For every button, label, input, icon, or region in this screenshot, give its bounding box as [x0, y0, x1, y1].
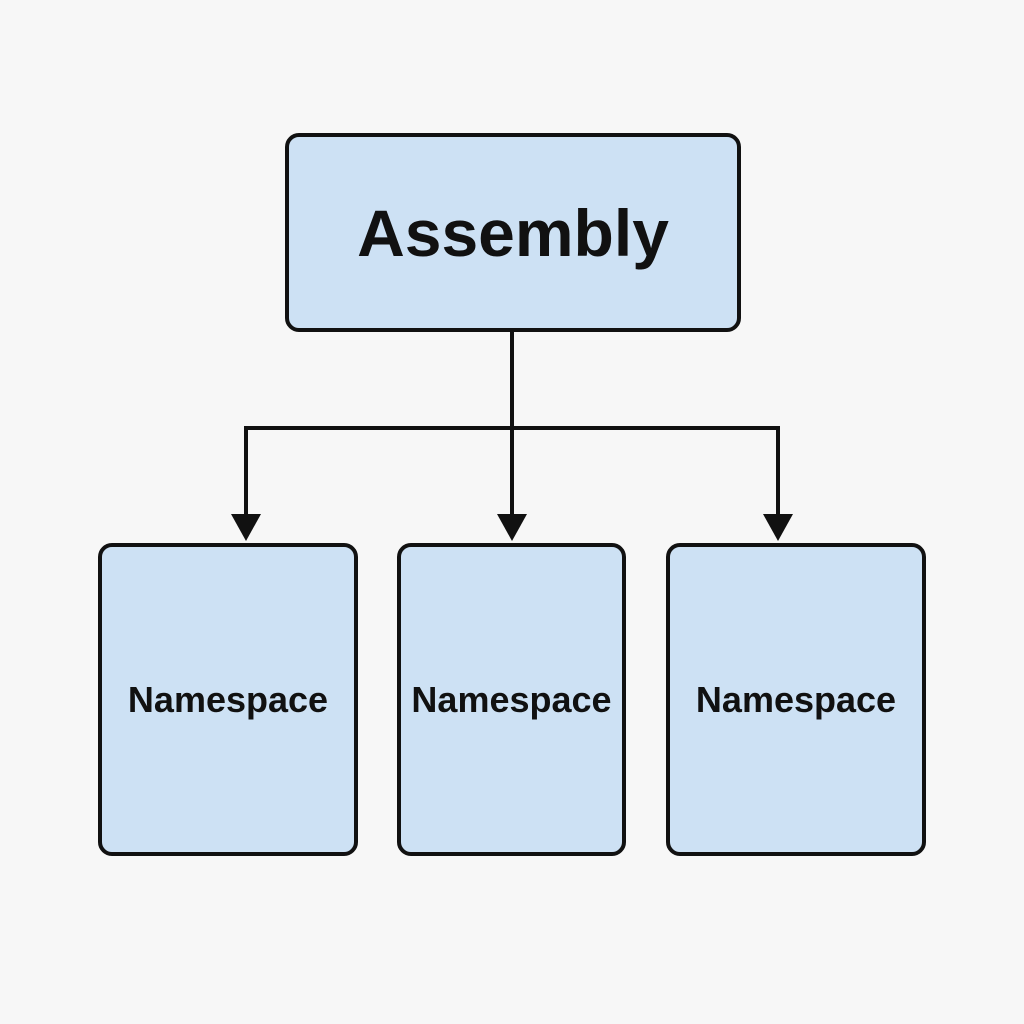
namespace-label-3: Namespace: [695, 678, 897, 720]
namespace-label-1: Namespace: [127, 678, 329, 720]
assembly-node: Assembly: [285, 133, 741, 332]
left-arrow-icon: [231, 514, 261, 541]
namespace-node-3: Namespace: [666, 543, 926, 856]
center-arrow-icon: [497, 514, 527, 541]
assembly-label: Assembly: [357, 195, 669, 270]
namespace-node-2: Namespace: [397, 543, 626, 856]
namespace-label-2: Namespace: [411, 678, 612, 720]
right-arrow-icon: [763, 514, 793, 541]
namespace-node-1: Namespace: [98, 543, 358, 856]
